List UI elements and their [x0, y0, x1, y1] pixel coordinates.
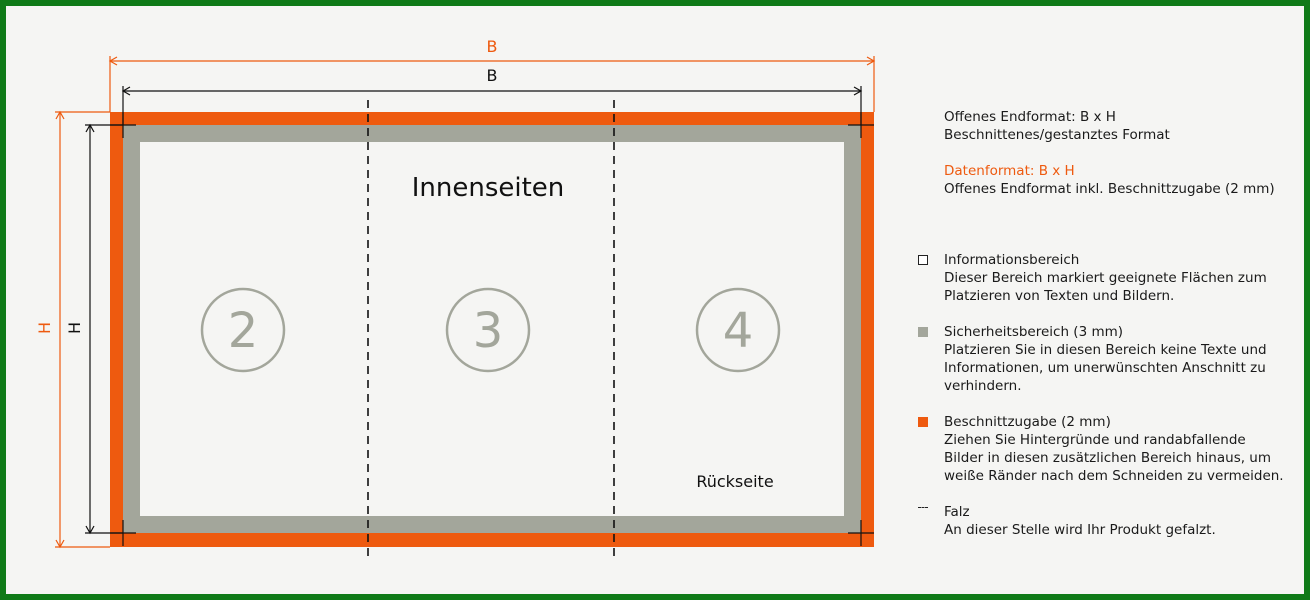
legend-safety-desc-3: verhindern. [944, 378, 1022, 394]
dimension-h-outer-label: H [35, 322, 54, 334]
legend: Offenes Endformat: B x H Beschnittenes/g… [918, 108, 1294, 539]
legend-bleed-desc-3: weiße Ränder nach dem Schneiden zu verme… [944, 468, 1284, 484]
legend-data-format-title: Datenformat: B x H [944, 163, 1075, 179]
page-2-marker: 2 [200, 287, 286, 373]
legend-info-area-desc-2: Platzieren von Texten und Bildern. [944, 288, 1175, 304]
legend-open-format-desc: Beschnittenes/gestanztes Format [944, 127, 1170, 143]
legend-info-area-desc-1: Dieser Bereich markiert geeignete Fläche… [944, 270, 1267, 286]
legend-safety-desc-2: Informationen, um unerwünschten Anschnit… [944, 360, 1266, 376]
dimension-h-outer [55, 110, 110, 549]
legend-data-format-desc: Offenes Endformat inkl. Beschnittzugabe … [944, 181, 1275, 197]
legend-bleed-desc-1: Ziehen Sie Hintergründe und randabfallen… [944, 432, 1246, 448]
page-number-4: 4 [723, 303, 754, 359]
dimension-b-inner-label: B [487, 66, 498, 85]
dimension-b-inner [121, 86, 863, 125]
dimension-b-outer [108, 56, 876, 112]
legend-fold-desc: An dieser Stelle wird Ihr Produkt gefalz… [944, 522, 1216, 538]
page-3-marker: 3 [445, 287, 531, 373]
legend-fold-title: Falz [944, 504, 970, 520]
page-4-marker: 4 [695, 287, 781, 373]
back-side-label: Rückseite [696, 472, 773, 491]
legend-info-area-title: Informationsbereich [944, 252, 1080, 268]
legend-safety-title: Sicherheitsbereich (3 mm) [944, 324, 1124, 340]
dimension-h-inner [85, 123, 123, 535]
bleed-swatch-icon [918, 417, 928, 427]
fold-line-swatch-icon [918, 507, 928, 517]
dimension-h-inner-label: H [65, 322, 84, 334]
legend-fold: Falz An dieser Stelle wird Ihr Produkt g… [918, 503, 1294, 539]
dimension-b-outer-label: B [487, 37, 498, 56]
page-number-3: 3 [473, 303, 504, 359]
legend-info-area: Informationsbereich Dieser Bereich marki… [918, 251, 1294, 305]
legend-open-format: Offenes Endformat: B x H Beschnittenes/g… [944, 108, 1294, 144]
legend-safety-desc-1: Platzieren Sie in diesen Bereich keine T… [944, 342, 1267, 358]
safety-area-swatch-icon [918, 327, 928, 337]
legend-safety-area: Sicherheitsbereich (3 mm) Platzieren Sie… [918, 323, 1294, 395]
info-area-swatch-icon [918, 255, 928, 265]
page-number-2: 2 [228, 303, 259, 359]
legend-bleed: Beschnittzugabe (2 mm) Ziehen Sie Hinter… [918, 413, 1294, 485]
inner-pages-heading: Innenseiten [412, 173, 565, 203]
legend-bleed-title: Beschnittzugabe (2 mm) [944, 414, 1111, 430]
legend-data-format: Datenformat: B x H Offenes Endformat ink… [944, 162, 1294, 198]
info-area [140, 142, 844, 516]
legend-bleed-desc-2: Bilder in diesen zusätzlichen Bereich hi… [944, 450, 1272, 466]
legend-open-format-title: Offenes Endformat: B x H [944, 109, 1116, 125]
